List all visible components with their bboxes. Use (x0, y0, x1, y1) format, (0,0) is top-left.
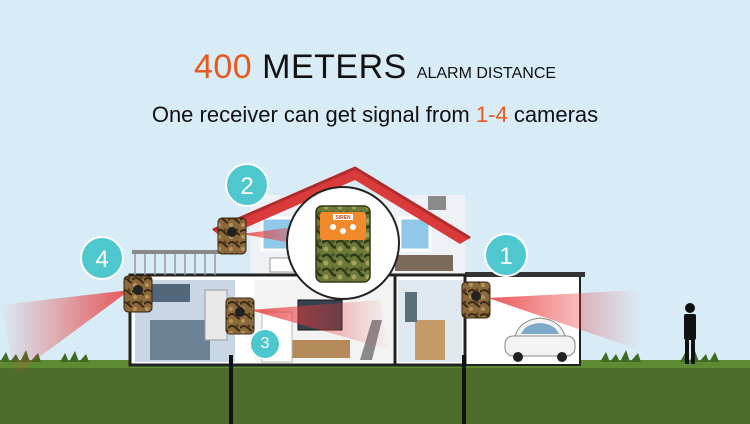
receiver-text-prefix: One receiver can get signal from (151, 102, 470, 127)
receiver-text-suffix: cameras (513, 102, 599, 127)
headline-receiver: One receiver can get signal from 1-4 cam… (0, 102, 750, 128)
trail-camera-4 (123, 275, 153, 313)
distance-unit: METERS (262, 48, 407, 86)
signal-beam-3 (250, 300, 390, 350)
trail-camera-1 (461, 281, 491, 319)
distance-suffix: ALARM DISTANCE (416, 65, 557, 82)
person-silhouette (684, 303, 696, 364)
receiver-callout (286, 186, 400, 300)
camera-badge-2: 2 (225, 163, 269, 207)
receiver-brand: SIREN (335, 215, 351, 221)
trail-camera-2 (217, 217, 247, 255)
trail-camera-3 (225, 297, 255, 335)
car (504, 317, 576, 362)
signal-beam-4 (0, 290, 130, 375)
distance-value: 400 (193, 48, 253, 86)
camera-badge-4: 4 (80, 236, 124, 280)
camera-badge-3: 3 (250, 329, 280, 359)
camera-range: 1-4 (475, 102, 508, 127)
headline-distance: 400 METERS ALARM DISTANCE (0, 48, 750, 87)
camera-badge-1: 1 (484, 233, 528, 277)
signal-beam-1 (488, 290, 640, 350)
